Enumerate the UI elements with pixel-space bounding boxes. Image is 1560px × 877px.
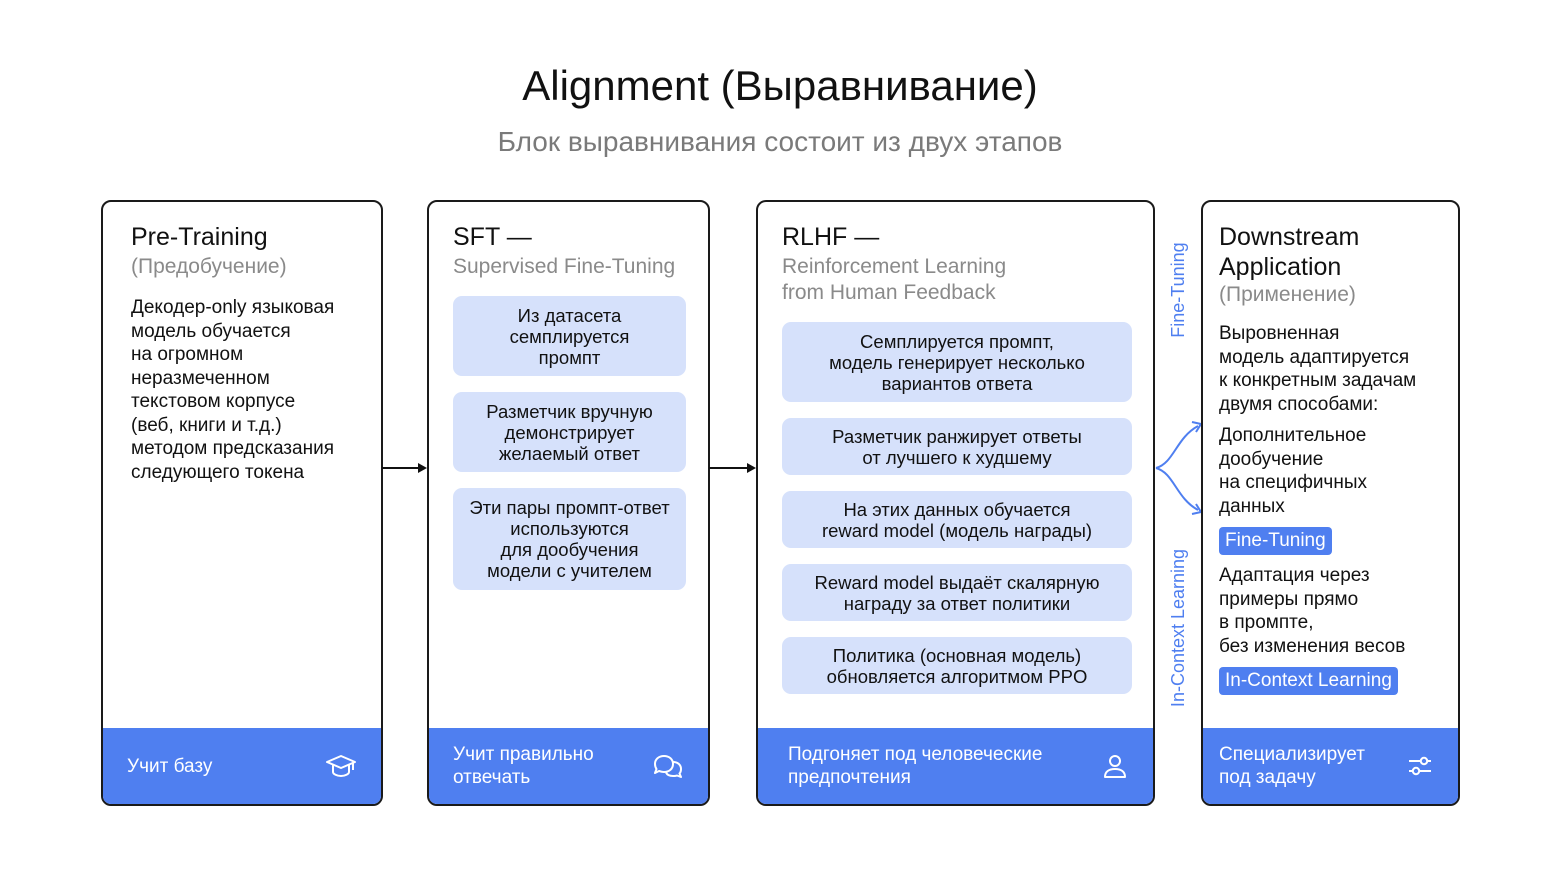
sft-step: Из датасета семплируется промпт: [453, 296, 686, 376]
rlhf-footer-label: Подгоняет под человеческие предпочтения: [788, 743, 1042, 789]
sft-subheading: Supervised Fine-Tuning: [453, 255, 676, 278]
pretraining-heading: Pre-Training: [131, 223, 268, 251]
downstream-intro: Выровненная модель адаптируется к конкре…: [1219, 322, 1454, 416]
rlhf-step-line: Reward model выдаёт скалярную: [814, 571, 1100, 593]
downstream-method-line: без изменения весов: [1219, 635, 1406, 657]
chat-bubbles-icon: [654, 755, 682, 778]
rlhf-step-line: награду за ответ политики: [843, 592, 1071, 614]
sft-footer-line: отвечать: [453, 767, 531, 788]
card-rlhf: RLHF — Reinforcement Learning from Human…: [756, 200, 1155, 806]
rlhf-step-line: Политика (основная модель): [832, 644, 1082, 666]
downstream-intro-line: двумя способами:: [1219, 393, 1379, 415]
sft-heading: SFT —: [453, 223, 532, 251]
rlhf-footer-line: Подгоняет под человеческие: [788, 744, 1043, 765]
rlhf-heading: RLHF —: [782, 223, 880, 251]
rlhf-step: Политика (основная модель) обновляется а…: [782, 637, 1132, 694]
sft-step-line: Разметчик вручную: [486, 400, 653, 422]
rlhf-step-line: обновляется алгоритмом PPO: [826, 665, 1088, 687]
downstream-heading: Downstream Application: [1219, 222, 1359, 282]
pretraining-body-line: следующего токена: [131, 461, 305, 483]
downstream-footer-label: Специализирует под задачу: [1219, 743, 1365, 789]
pretraining-footer: Учит базу: [103, 728, 381, 804]
pretraining-body-line: Декодер-only языковая: [131, 297, 335, 318]
rlhf-step-line: модель генерирует несколько: [829, 351, 1085, 373]
rlhf-step: Разметчик ранжирует ответы от лучшего к …: [782, 418, 1132, 475]
pretraining-body-line: (веб, книги и т.д.): [131, 414, 282, 436]
sft-step: Разметчик вручную демонстрирует желаемый…: [453, 392, 686, 472]
sft-step-line: демонстрирует: [504, 421, 635, 443]
tag-fine-tuning: Fine-Tuning: [1219, 527, 1332, 555]
sliders-icon: [1409, 756, 1431, 776]
downstream-method-line: в промпте,: [1219, 612, 1314, 633]
sft-step-line: желаемый ответ: [498, 442, 641, 464]
sft-step-line: используются: [510, 518, 629, 539]
sft-step-line: Эти пары промпт-ответ: [469, 497, 670, 518]
tag-in-context-learning: In-Context Learning: [1219, 667, 1398, 695]
downstream-method-line: данных: [1219, 495, 1285, 517]
sft-footer: Учит правильно отвечать: [429, 728, 708, 804]
branch-arrows: [1155, 421, 1202, 515]
sft-step-line: Из датасета: [517, 304, 622, 326]
downstream-intro-line: Выровненная: [1219, 323, 1340, 344]
pretraining-body-line: неразмеченном: [131, 367, 270, 389]
card-downstream: Downstream Application (Применение) Выро…: [1201, 200, 1460, 806]
downstream-method-finetune: Дополнительное дообучение на специфичных…: [1219, 424, 1454, 518]
rlhf-step: Reward model выдаёт скалярную награду за…: [782, 564, 1132, 621]
rlhf-subheading-line: Reinforcement Learning: [782, 255, 1007, 278]
rlhf-footer: Подгоняет под человеческие предпочтения: [758, 728, 1153, 804]
page-title: Alignment (Выравнивание): [522, 62, 1038, 109]
pretraining-body-line: модель обучается: [131, 320, 291, 342]
graduation-cap-icon: [326, 755, 356, 777]
pretraining-body-line: на огромном: [131, 344, 244, 365]
downstream-footer-line: под задачу: [1219, 767, 1316, 788]
rlhf-step-line: Разметчик ранжирует ответы: [832, 425, 1082, 447]
sft-step-line: промпт: [538, 346, 601, 368]
downstream-footer-line: Специализирует: [1219, 744, 1365, 765]
arrow-pretraining-to-sft: [382, 463, 427, 473]
downstream-method-incontext: Адаптация через примеры прямо в промпте,…: [1219, 564, 1454, 658]
branch-label-fine-tuning: Fine-Tuning: [1168, 242, 1188, 338]
downstream-heading-line: Downstream: [1219, 223, 1360, 251]
pretraining-footer-label: Учит базу: [127, 755, 213, 777]
rlhf-step-line: На этих данных обучается: [843, 498, 1071, 520]
rlhf-step: На этих данных обучается reward model (м…: [782, 491, 1132, 548]
rlhf-step-line: от лучшего к худшему: [862, 446, 1052, 468]
pretraining-subheading: (Предобучение): [131, 255, 287, 278]
downstream-method-line: на специфичных: [1219, 472, 1367, 493]
arrow-sft-to-rlhf: [709, 463, 756, 473]
rlhf-subheading: Reinforcement Learning from Human Feedba…: [782, 254, 1006, 306]
rlhf-step-line: reward model (модель награды): [821, 519, 1093, 541]
card-sft: SFT — Supervised Fine-Tuning Из датасета…: [427, 200, 710, 806]
downstream-heading-line: Application: [1219, 253, 1342, 281]
downstream-method-line: дообучение: [1219, 448, 1324, 470]
downstream-method-line: Адаптация через: [1219, 565, 1370, 586]
downstream-method-line: примеры прямо: [1219, 588, 1359, 610]
sft-step: Эти пары промпт-ответ используются для д…: [453, 488, 686, 590]
branch-label-in-context-learning: In-Context Learning: [1168, 548, 1188, 708]
downstream-intro-line: модель адаптируется: [1219, 346, 1410, 368]
sft-step-line: модели с учителем: [487, 560, 652, 581]
rlhf-subheading-line: from Human Feedback: [782, 281, 996, 304]
pretraining-body-line: методом предсказания: [131, 438, 334, 459]
rlhf-footer-line: предпочтения: [788, 767, 911, 788]
rlhf-step-line: Семплируется промпт,: [860, 330, 1054, 352]
sft-step-line: для дообучения: [500, 539, 639, 560]
card-pretraining: Pre-Training (Предобучение) Декодер-only…: [101, 200, 383, 806]
page-subtitle: Блок выравнивания состоит из двух этапов: [497, 126, 1063, 157]
sft-footer-label: Учит правильно отвечать: [453, 743, 594, 789]
sft-step-line: семплируется: [509, 325, 630, 347]
downstream-intro-line: к конкретным задачам: [1219, 370, 1417, 391]
rlhf-step-line: вариантов ответа: [881, 372, 1033, 394]
user-icon: [1104, 755, 1126, 778]
rlhf-step: Семплируется промпт, модель генерирует н…: [782, 322, 1132, 402]
pretraining-body: Декодер-only языковая модель обучается н…: [131, 296, 371, 484]
downstream-footer: Специализирует под задачу: [1203, 728, 1458, 804]
sft-footer-line: Учит правильно: [453, 744, 594, 765]
downstream-subheading: (Применение): [1219, 283, 1356, 306]
pretraining-body-line: текстовом корпусе: [131, 391, 296, 412]
downstream-method-line: Дополнительное: [1219, 425, 1367, 446]
